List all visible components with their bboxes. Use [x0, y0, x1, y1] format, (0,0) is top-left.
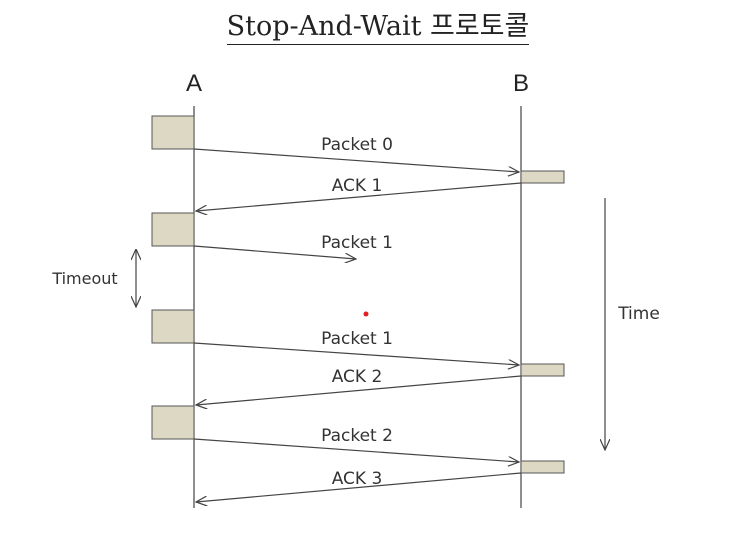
send-box-packet0	[151, 115, 195, 150]
arrow-packet0	[193, 148, 519, 172]
diagram-title-text: Stop-And-Wait 프로토콜	[226, 11, 530, 45]
label-packet2: Packet 2	[321, 426, 393, 446]
arrow-ack1	[196, 182, 522, 211]
ack-box-3	[520, 460, 565, 474]
arrow-packet2	[193, 438, 519, 462]
arrow-ack3	[196, 472, 522, 502]
diagram-title: Stop-And-Wait 프로토콜	[0, 4, 756, 45]
label-ack3: ACK 3	[332, 469, 383, 489]
label-ack2: ACK 2	[332, 367, 383, 387]
timeout-label: Timeout	[51, 269, 117, 288]
label-packet1: Packet 1	[321, 329, 393, 349]
send-box-packet1	[151, 212, 195, 247]
label-packet1-lost: Packet 1	[321, 233, 393, 253]
ack-box-1	[520, 170, 565, 184]
arrow-packet1	[193, 342, 519, 365]
node-b-label: B	[513, 70, 529, 97]
red-dot-marker	[363, 311, 369, 317]
send-box-packet2	[151, 405, 195, 440]
node-a-label: A	[186, 70, 202, 97]
send-box-packet1-retransmit	[151, 309, 195, 344]
label-packet0: Packet 0	[321, 135, 393, 155]
ack-box-2	[520, 363, 565, 377]
time-label: Time	[617, 304, 660, 324]
arrow-packet1-lost	[193, 245, 356, 259]
label-ack1: ACK 1	[332, 176, 383, 196]
arrow-ack2	[196, 375, 522, 405]
